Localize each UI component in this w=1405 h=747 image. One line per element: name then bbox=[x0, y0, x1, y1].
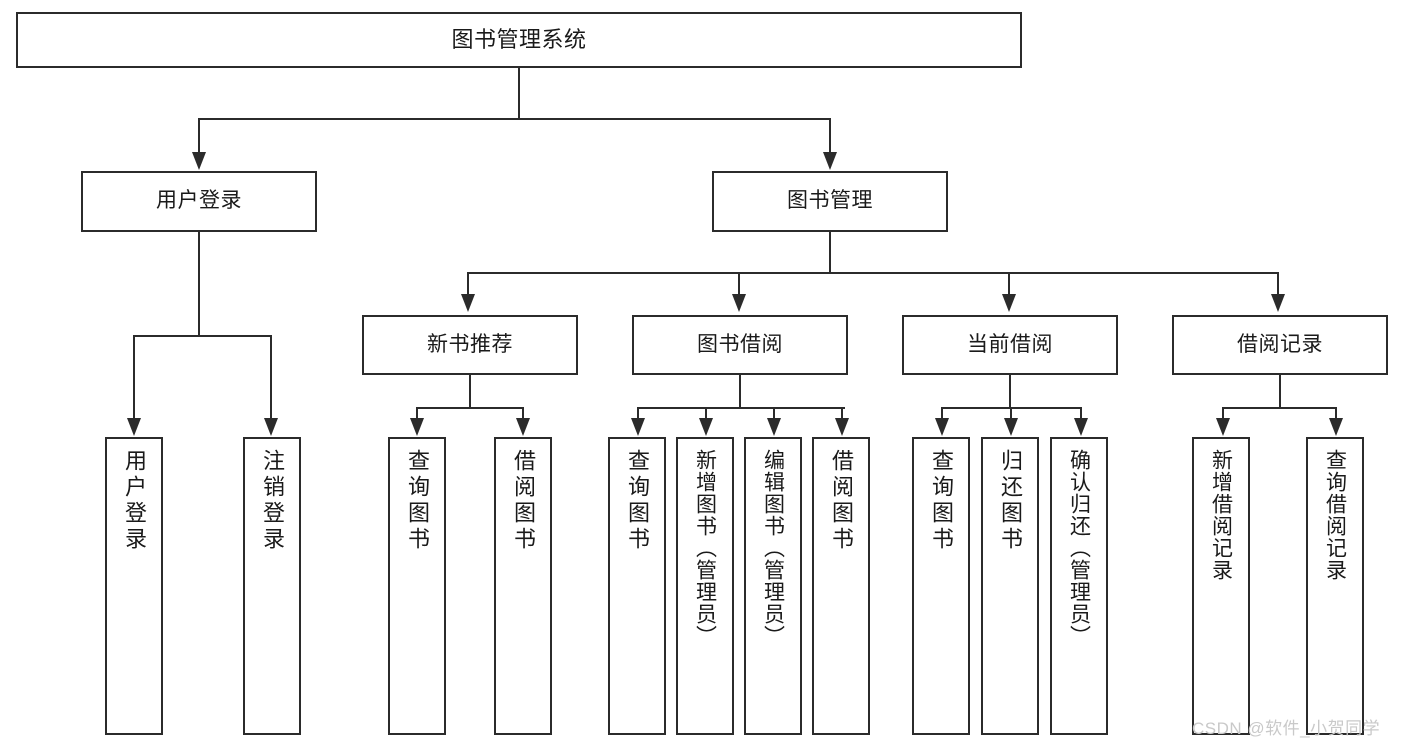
leaf-current-borrow-3[interactable]: 确认归还（管理员） bbox=[1050, 437, 1108, 735]
node-label: 图书管理 bbox=[787, 189, 873, 213]
edge-bb-to-leaf-3 bbox=[773, 407, 775, 421]
edge-root-bar bbox=[198, 118, 831, 120]
edge-nbr-to-leaf-2 bbox=[522, 407, 524, 421]
edge-cb-to-leaf-1 bbox=[941, 407, 943, 421]
node-label: 查询图书 bbox=[405, 449, 430, 553]
edge-book-management-stem bbox=[829, 232, 831, 273]
arrowhead-nbr-leaf-1 bbox=[410, 418, 424, 436]
edge-bb-to-leaf-1 bbox=[637, 407, 639, 421]
node-label: 注销登录 bbox=[260, 449, 285, 553]
edge-nbr-bar bbox=[416, 407, 524, 409]
edge-br-to-leaf-1 bbox=[1222, 407, 1224, 421]
node-label: 查询借阅记录 bbox=[1323, 449, 1347, 581]
node-current-borrow[interactable]: 当前借阅 bbox=[902, 315, 1118, 375]
edge-bm-to-current-borrow bbox=[1008, 272, 1010, 296]
node-book-borrow[interactable]: 图书借阅 bbox=[632, 315, 848, 375]
edge-bb-to-leaf-2 bbox=[705, 407, 707, 421]
arrowhead-cb-leaf-3 bbox=[1074, 418, 1088, 436]
node-borrow-record[interactable]: 借阅记录 bbox=[1172, 315, 1388, 375]
edge-book-management-bar bbox=[467, 272, 1279, 274]
node-root-book-management-system[interactable]: 图书管理系统 bbox=[16, 12, 1022, 68]
edge-user-login-bar bbox=[133, 335, 272, 337]
node-label: 借阅图书 bbox=[511, 449, 536, 553]
edge-nbr-to-leaf-1 bbox=[416, 407, 418, 421]
edge-cb-stem bbox=[1009, 375, 1011, 408]
leaf-book-borrow-1[interactable]: 查询图书 bbox=[608, 437, 666, 735]
arrowhead-bb-leaf-3 bbox=[767, 418, 781, 436]
edge-cb-to-leaf-3 bbox=[1080, 407, 1082, 421]
arrowhead-nbr-leaf-2 bbox=[516, 418, 530, 436]
arrowhead-bb-leaf-2 bbox=[699, 418, 713, 436]
edge-bm-to-borrow-record bbox=[1277, 272, 1279, 296]
arrowhead-bm-new-book-recommend bbox=[461, 294, 475, 312]
node-new-book-recommend[interactable]: 新书推荐 bbox=[362, 315, 578, 375]
leaf-user-login-1[interactable]: 用户登录 bbox=[105, 437, 163, 735]
edge-root-stem bbox=[518, 68, 520, 119]
leaf-borrow-record-2[interactable]: 查询借阅记录 bbox=[1306, 437, 1364, 735]
node-book-management[interactable]: 图书管理 bbox=[712, 171, 948, 232]
node-label: 图书借阅 bbox=[697, 332, 783, 356]
node-label: 借阅记录 bbox=[1237, 332, 1323, 356]
arrowhead-bb-leaf-4 bbox=[835, 418, 849, 436]
node-label: 借阅图书 bbox=[829, 449, 854, 553]
leaf-book-borrow-3[interactable]: 编辑图书（管理员） bbox=[744, 437, 802, 735]
node-label: 新增借阅记录 bbox=[1209, 449, 1233, 581]
arrowhead-user-login-leaf-1 bbox=[127, 418, 141, 436]
arrowhead-bm-book-borrow bbox=[732, 294, 746, 312]
node-label: 查询图书 bbox=[625, 449, 650, 553]
leaf-book-borrow-2[interactable]: 新增图书（管理员） bbox=[676, 437, 734, 735]
edge-br-stem bbox=[1279, 375, 1281, 408]
edge-cb-to-leaf-2 bbox=[1010, 407, 1012, 421]
node-label: 当前借阅 bbox=[967, 332, 1053, 356]
edge-user-login-stem bbox=[198, 232, 200, 336]
edge-root-to-book-management bbox=[829, 118, 831, 156]
edge-bb-bar bbox=[637, 407, 845, 409]
arrowhead-bb-leaf-1 bbox=[631, 418, 645, 436]
node-label: 图书管理系统 bbox=[451, 27, 587, 53]
arrowhead-br-leaf-1 bbox=[1216, 418, 1230, 436]
node-label: 编辑图书（管理员） bbox=[761, 449, 785, 647]
node-label: 确认归还（管理员） bbox=[1067, 449, 1091, 647]
edge-user-login-to-leaf-1 bbox=[133, 335, 135, 420]
arrowhead-bm-borrow-record bbox=[1271, 294, 1285, 312]
edge-bm-to-new-book-recommend bbox=[467, 272, 469, 296]
node-label: 归还图书 bbox=[998, 449, 1023, 553]
edge-bb-stem bbox=[739, 375, 741, 408]
node-user-login[interactable]: 用户登录 bbox=[81, 171, 317, 232]
node-label: 用户登录 bbox=[156, 189, 242, 213]
leaf-new-book-recommend-2[interactable]: 借阅图书 bbox=[494, 437, 552, 735]
node-label: 新增图书（管理员） bbox=[693, 449, 717, 647]
edge-bm-to-book-borrow bbox=[738, 272, 740, 296]
arrowhead-root-to-user-login bbox=[192, 152, 206, 170]
leaf-current-borrow-1[interactable]: 查询图书 bbox=[912, 437, 970, 735]
leaf-new-book-recommend-1[interactable]: 查询图书 bbox=[388, 437, 446, 735]
node-label: 查询图书 bbox=[929, 449, 954, 553]
edge-bb-to-leaf-4 bbox=[841, 407, 843, 421]
arrowhead-bm-current-borrow bbox=[1002, 294, 1016, 312]
arrowhead-br-leaf-2 bbox=[1329, 418, 1343, 436]
edge-br-to-leaf-2 bbox=[1335, 407, 1337, 421]
node-label: 用户登录 bbox=[122, 449, 147, 553]
leaf-borrow-record-1[interactable]: 新增借阅记录 bbox=[1192, 437, 1250, 735]
arrowhead-cb-leaf-2 bbox=[1004, 418, 1018, 436]
arrowhead-user-login-leaf-2 bbox=[264, 418, 278, 436]
edge-nbr-stem bbox=[469, 375, 471, 408]
arrowhead-root-to-book-management bbox=[823, 152, 837, 170]
leaf-current-borrow-2[interactable]: 归还图书 bbox=[981, 437, 1039, 735]
edge-br-bar bbox=[1222, 407, 1337, 409]
leaf-book-borrow-4[interactable]: 借阅图书 bbox=[812, 437, 870, 735]
leaf-user-login-2[interactable]: 注销登录 bbox=[243, 437, 301, 735]
csdn-watermark: CSDN @软件_小贺同学 bbox=[1192, 719, 1381, 738]
arrowhead-cb-leaf-1 bbox=[935, 418, 949, 436]
edge-root-to-user-login bbox=[198, 118, 200, 156]
node-label: 新书推荐 bbox=[427, 332, 513, 356]
edge-user-login-to-leaf-2 bbox=[270, 335, 272, 420]
